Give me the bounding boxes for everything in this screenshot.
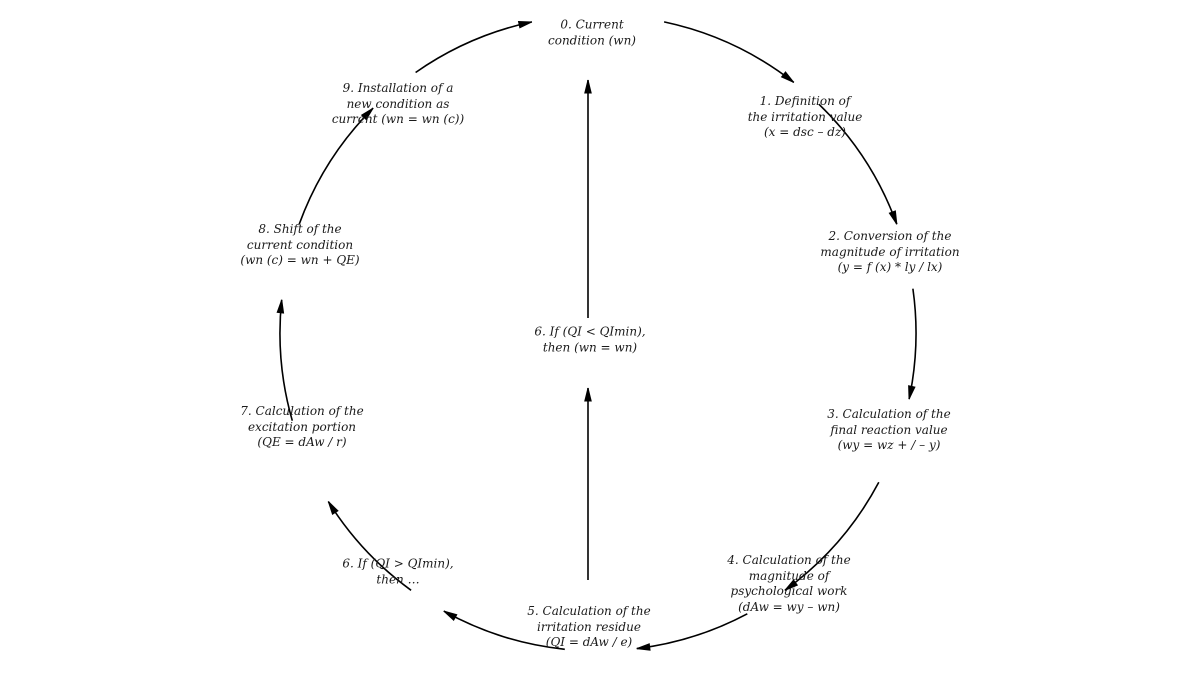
node-line: 9. Installation of a <box>342 80 454 95</box>
cycle-arc-4 <box>636 613 748 650</box>
node-line: 8. Shift of the <box>258 221 342 236</box>
node-line: final reaction value <box>830 422 948 437</box>
cycle-arrowhead-7 <box>276 299 285 314</box>
node-if-greater: 6. If (QI > QImin), then … <box>342 557 453 588</box>
cycle-arrowhead-1 <box>888 210 898 225</box>
node-line: (QE = dAw / r) <box>257 434 347 449</box>
node-line: irritation residue <box>537 619 641 634</box>
node-line: 0. Current <box>560 17 624 32</box>
node-installation-condition: 9. Installation of a new condition as cu… <box>332 81 464 128</box>
center-arrowhead-upper <box>584 79 592 94</box>
node-line: condition (wn) <box>548 33 636 47</box>
node-line: (x = dsc – dz) <box>763 124 846 139</box>
node-shift-condition: 8. Shift of the current condition (wn (c… <box>240 222 359 269</box>
node-if-less: 6. If (QI < QImin), then (wn = wn) <box>534 325 645 356</box>
node-line: then (wn = wn) <box>542 340 638 354</box>
cycle-arc-0 <box>663 21 795 84</box>
cycle-arrowhead-6 <box>327 501 339 515</box>
node-line: (y = f (x) * ly / lx) <box>837 259 943 274</box>
cycle-arrowhead-9 <box>517 21 533 29</box>
node-line: current condition <box>246 237 354 252</box>
node-line: psychological work <box>730 584 848 598</box>
node-line: 6. If (QI < QImin), <box>534 324 646 339</box>
node-excitation-portion: 7. Calculation of the excitation portion… <box>240 404 363 451</box>
node-line: excitation portion <box>247 419 357 434</box>
node-line: 2. Conversion of the <box>828 228 952 243</box>
cycle-arrowhead-8 <box>360 107 374 121</box>
cycle-arc-2 <box>908 288 917 400</box>
cycle-arrowhead-0 <box>780 71 795 83</box>
cycle-arrowhead-3 <box>784 579 799 591</box>
node-line: 1. Definition of <box>759 93 851 108</box>
node-irritation-residue: 5. Calculation of the irritation residue… <box>527 604 650 651</box>
node-line: 4. Calculation of the <box>727 553 851 567</box>
center-arrowhead-lower <box>584 387 592 402</box>
node-conversion-magnitude: 2. Conversion of the magnitude of irrita… <box>820 229 959 276</box>
node-line: 5. Calculation of the <box>527 603 651 618</box>
node-line: (wy = wz + / – y) <box>837 437 941 452</box>
cycle-arrowhead-5 <box>443 610 458 622</box>
cycle-arc-9 <box>415 21 533 74</box>
node-psychological-work: 4. Calculation of the magnitude of psych… <box>727 553 850 615</box>
node-line: magnitude of <box>748 568 830 583</box>
node-line: 3. Calculation of the <box>827 406 951 421</box>
cycle-arc-1 <box>818 103 898 225</box>
node-line: 7. Calculation of the <box>240 403 364 418</box>
node-line: (wn (c) = wn + QE) <box>240 252 360 267</box>
cycle-arrowhead-4 <box>636 643 651 651</box>
node-final-reaction: 3. Calculation of the final reaction val… <box>827 407 950 454</box>
node-line: (dAw = wy – wn) <box>738 599 840 614</box>
node-line: then … <box>376 572 420 586</box>
node-line: (QI = dAw / e) <box>545 634 633 649</box>
node-line: the irritation value <box>747 109 863 124</box>
node-definition-irritation: 1. Definition of the irritation value (x… <box>748 94 863 141</box>
cycle-arc-8 <box>298 107 374 225</box>
node-line: magnitude of irritation <box>820 244 960 259</box>
node-current-condition: 0. Current condition (wn) <box>548 18 636 49</box>
node-line: 6. If (QI > QImin), <box>342 556 454 571</box>
cycle-arc-7 <box>279 299 294 421</box>
node-line: current (wn = wn (c)) <box>331 111 465 126</box>
node-line: new condition as <box>346 96 450 111</box>
cycle-arc-3 <box>784 481 880 591</box>
cycle-arrowhead-2 <box>908 385 916 400</box>
